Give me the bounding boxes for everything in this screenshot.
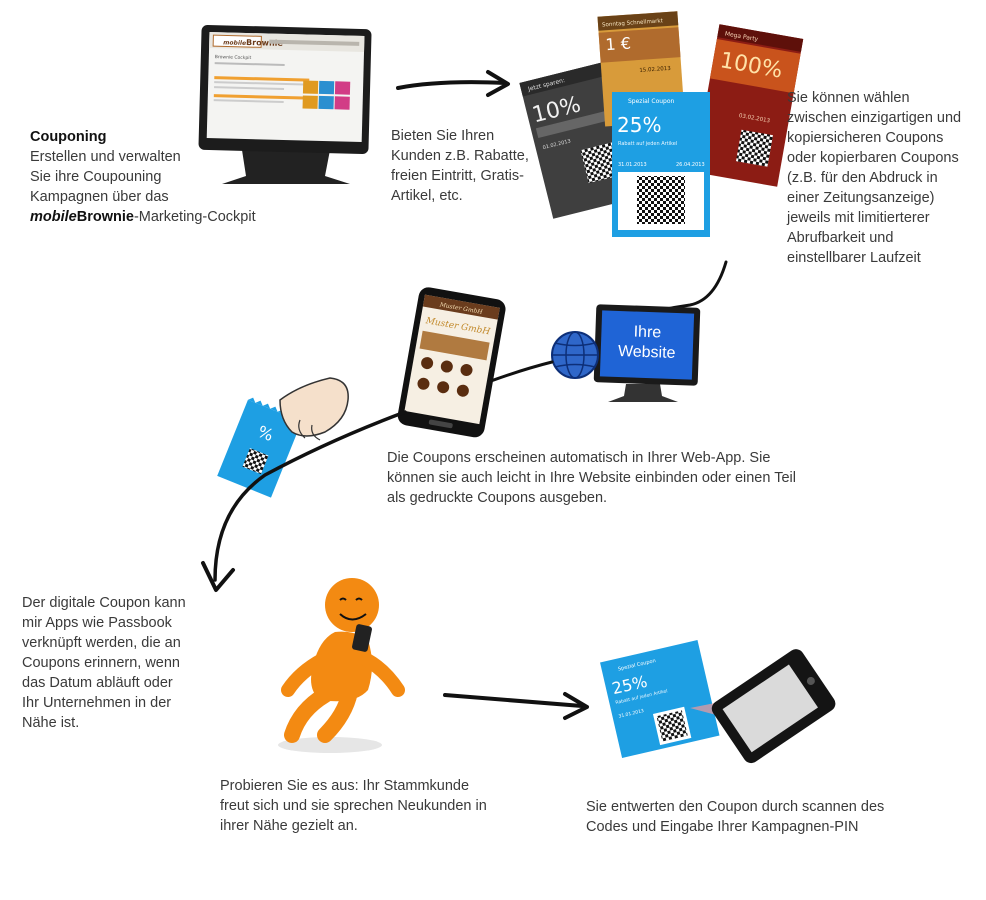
svg-text:Rabatt auf jeden Artikel: Rabatt auf jeden Artikel bbox=[618, 141, 677, 147]
try-text: Probieren Sie es aus: Ihr Stammkunde fre… bbox=[220, 776, 530, 836]
offer-text: Bieten Sie Ihren Kunden z.B. Rabatte, fr… bbox=[391, 126, 571, 206]
try-line-1: Probieren Sie es aus: Ihr Stammkunde bbox=[220, 778, 470, 794]
passbook-line-3: verknüpft werden, die an bbox=[22, 635, 181, 651]
website-label-1: Ihre bbox=[633, 324, 661, 342]
cockpit-monitor-icon: mobileBrownie Brownie Cockpit bbox=[198, 24, 372, 184]
svg-text:Spezial Coupon: Spezial Coupon bbox=[628, 98, 675, 105]
passbook-line-7: Nähe ist. bbox=[22, 715, 80, 731]
brand-suffix: -Marketing-Cockpit bbox=[133, 209, 256, 225]
cockpit-heading: Brownie Cockpit bbox=[215, 54, 252, 61]
svg-text:25%: 25% bbox=[617, 113, 661, 137]
offer-line-2: Kunden z.B. Rabatte, bbox=[391, 148, 529, 164]
choose-line-8: Abrufbarkeit und bbox=[787, 230, 894, 246]
choose-line-3: kopiersicheren Coupons bbox=[787, 130, 944, 146]
website-label-2: Website bbox=[618, 343, 676, 362]
cockpit-logo: mobileBrownie bbox=[223, 37, 283, 48]
scan-text: Sie entwerten den Coupon durch scannen d… bbox=[586, 797, 926, 837]
try-line-3: ihrer Nähe gezielt an. bbox=[220, 818, 358, 834]
webapp-line-1: Die Coupons erscheinen automatisch in Ih… bbox=[387, 450, 771, 466]
offer-line-4: Artikel, etc. bbox=[391, 188, 463, 204]
intro-text: Couponing Erstellen und verwalten Sie ih… bbox=[30, 127, 280, 227]
choose-line-5: (z.B. für den Abdruck in bbox=[787, 170, 938, 186]
hand-with-coupon-icon: % bbox=[217, 377, 349, 498]
brand-brownie: Brownie bbox=[76, 209, 134, 225]
intro-title: Couponing bbox=[30, 129, 107, 145]
intro-line-1: Erstellen und verwalten bbox=[30, 149, 181, 165]
choose-line-6: einer Zeitungsanzeige) bbox=[787, 190, 935, 206]
website-monitor-icon: Ihre Website bbox=[593, 304, 701, 402]
svg-text:%: % bbox=[255, 422, 276, 445]
webapp-text: Die Coupons erscheinen automatisch in Ih… bbox=[387, 448, 827, 508]
passbook-line-6: Ihr Unternehmen in der bbox=[22, 695, 172, 711]
arrow-to-scan bbox=[443, 693, 584, 708]
customer-figure-icon bbox=[278, 578, 405, 753]
choose-line-9: einstellbarer Laufzeit bbox=[787, 250, 921, 266]
svg-text:31.01.2013: 31.01.2013 bbox=[618, 162, 647, 168]
choose-line-1: Sie können wählen bbox=[787, 90, 910, 106]
scanned-coupon: Spezial Coupon 25% Rabatt auf jeden Arti… bbox=[600, 640, 720, 759]
try-line-2: freut sich und sie sprechen Neukunden in bbox=[220, 798, 487, 814]
choose-text: Sie können wählen zwischen einzigartigen… bbox=[787, 88, 986, 268]
svg-text:26.04.2013: 26.04.2013 bbox=[676, 162, 705, 168]
globe-icon bbox=[551, 331, 599, 379]
intro-line-3: Kampagnen über das bbox=[30, 189, 169, 205]
intro-line-2: Sie ihre Coupouning bbox=[30, 169, 162, 185]
scan-line-1: Sie entwerten den Coupon durch scannen d… bbox=[586, 799, 885, 815]
coupon-blue: Spezial Coupon 25% Rabatt auf jeden Arti… bbox=[612, 92, 710, 237]
coupon-red: Mega Party 100% 03.02.2013 bbox=[693, 24, 804, 187]
svg-text:03.02.2013: 03.02.2013 bbox=[738, 113, 771, 124]
brand-mobile: mobile bbox=[30, 209, 77, 225]
passbook-line-1: Der digitale Coupon kann bbox=[22, 595, 186, 611]
offer-line-1: Bieten Sie Ihren bbox=[391, 128, 495, 144]
passbook-line-5: das Datum abläuft oder bbox=[22, 675, 173, 691]
svg-text:31.01.2013: 31.01.2013 bbox=[618, 708, 645, 720]
intro-brand-line: mobileBrownie-Marketing-Cockpit bbox=[30, 207, 280, 227]
webapp-line-2: können sie auch leicht in Ihre Website e… bbox=[387, 470, 796, 486]
svg-text:15.02.2013: 15.02.2013 bbox=[639, 66, 671, 74]
passbook-line-4: Coupons erinnern, wenn bbox=[22, 655, 180, 671]
passbook-text: Der digitale Coupon kann mir Apps wie Pa… bbox=[22, 593, 207, 733]
svg-text:Sonntag Schnellmarkt: Sonntag Schnellmarkt bbox=[602, 18, 664, 28]
svg-text:1 €: 1 € bbox=[605, 34, 632, 55]
scanner-device-icon bbox=[690, 649, 836, 764]
passbook-line-2: mir Apps wie Passbook bbox=[22, 615, 172, 631]
choose-line-2: zwischen einzigartigen und bbox=[787, 110, 962, 126]
arrow-to-customer bbox=[213, 410, 407, 582]
arrow-offer bbox=[396, 80, 507, 90]
webapp-line-3: als gedruckte Coupons ausgeben. bbox=[387, 490, 608, 506]
choose-line-4: oder kopierbaren Coupons bbox=[787, 150, 959, 166]
scan-line-2: Codes und Eingabe Ihrer Kampagnen-PIN bbox=[586, 819, 859, 835]
choose-line-7: jeweils mit limitierterer bbox=[787, 210, 930, 226]
smartphone-webapp-icon: Muster GmbH Muster GmbH bbox=[397, 287, 506, 438]
offer-line-3: freien Eintritt, Gratis- bbox=[391, 168, 524, 184]
